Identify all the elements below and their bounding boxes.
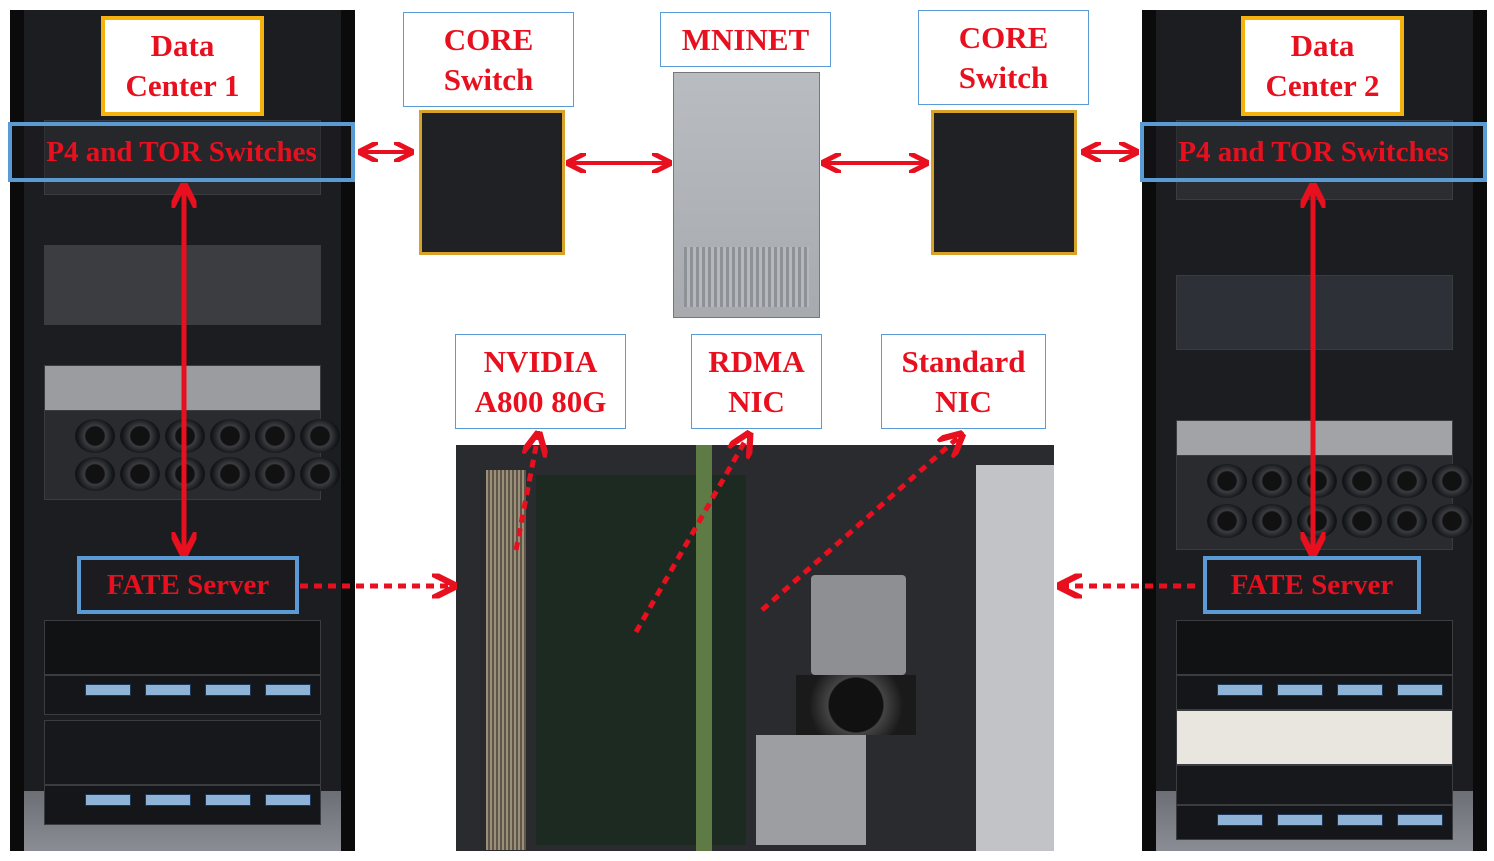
pointer-gpu (513, 436, 538, 551)
pointer-rdma (633, 436, 748, 634)
core-switch-right-photo (931, 110, 1077, 255)
data-center-1-label: Data Center 1 (101, 16, 264, 116)
core-switch-left-label: CORE Switch (403, 12, 574, 107)
nvidia-gpu-label: NVIDIA A800 80G (455, 334, 626, 429)
data-center-2-label: Data Center 2 (1241, 16, 1404, 116)
core-switch-left-photo (419, 110, 565, 255)
mninet-label: MNINET (660, 12, 831, 67)
mninet-photo (673, 72, 820, 318)
right-p4-tor-switches-label: P4 and TOR Switches (1140, 122, 1487, 182)
standard-nic-label: Standard NIC (881, 334, 1046, 429)
left-rack-photo (10, 10, 355, 851)
pointer-standard-nic (760, 436, 960, 612)
server-interior-photo (456, 445, 1054, 851)
rdma-nic-label: RDMA NIC (691, 334, 822, 429)
left-p4-tor-switches-label: P4 and TOR Switches (8, 122, 355, 182)
right-fate-server-label: FATE Server (1203, 556, 1421, 614)
left-fate-server-label: FATE Server (77, 556, 299, 614)
core-switch-right-label: CORE Switch (918, 10, 1089, 105)
